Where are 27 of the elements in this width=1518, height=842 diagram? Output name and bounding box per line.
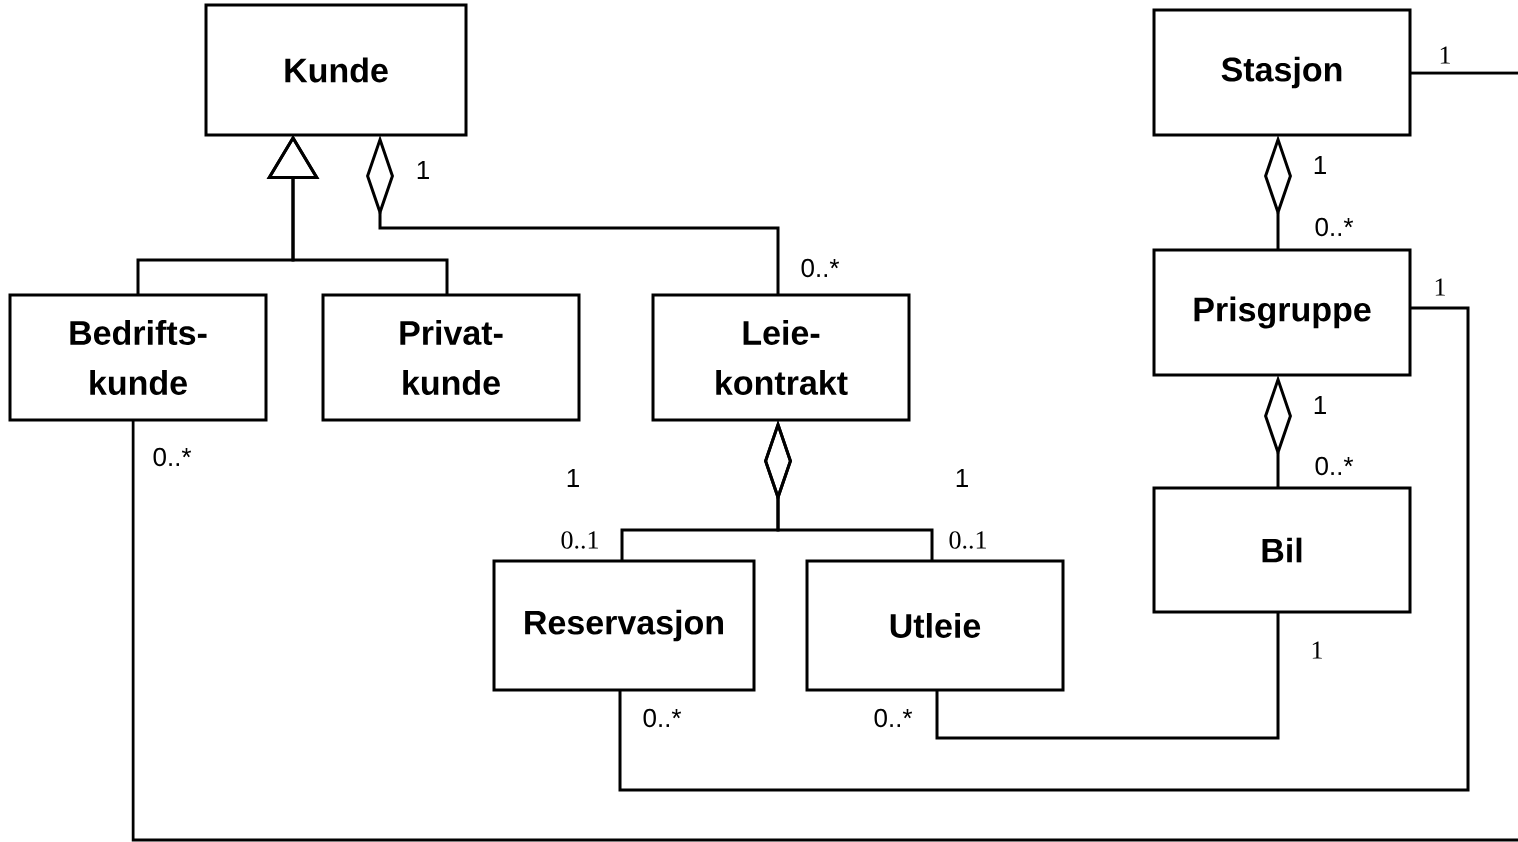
multiplicity-label: 0..* — [801, 258, 840, 278]
multiplicity-label: 1 — [1440, 46, 1450, 64]
class-box: Utleie — [805, 559, 1065, 692]
multiplicity-label: 1 — [1435, 278, 1445, 296]
class-box: Bil — [1152, 486, 1412, 614]
association-line — [618, 306, 1470, 792]
class-box: Leie- kontrakt — [651, 293, 911, 422]
multiplicity-label: 1 — [1314, 396, 1326, 414]
multiplicity-label: 0..1 — [561, 531, 598, 549]
class-box: Privat- kunde — [321, 293, 581, 422]
multiplicity-label: 0..* — [874, 708, 913, 728]
multiplicity-label: 1 — [567, 469, 579, 487]
class-box: Bedrifts- kunde — [8, 293, 268, 422]
multiplicity-label: 1 — [417, 161, 429, 179]
association-line — [935, 612, 1280, 740]
multiplicity-label: 1 — [1314, 156, 1326, 174]
class-box: Prisgruppe — [1152, 248, 1412, 377]
association-line — [1410, 71, 1518, 75]
multiplicity-label: 1 — [1312, 641, 1322, 659]
class-box: Stasjon — [1152, 8, 1412, 137]
class-box: Reservasjon — [492, 559, 756, 692]
multiplicity-label: 0..* — [643, 708, 682, 728]
class-box: Kunde — [204, 3, 468, 137]
multiplicity-label: 1 — [956, 469, 968, 487]
association-line — [131, 420, 1518, 842]
multiplicity-label: 0..1 — [949, 531, 986, 549]
multiplicity-label: 0..* — [153, 447, 192, 467]
